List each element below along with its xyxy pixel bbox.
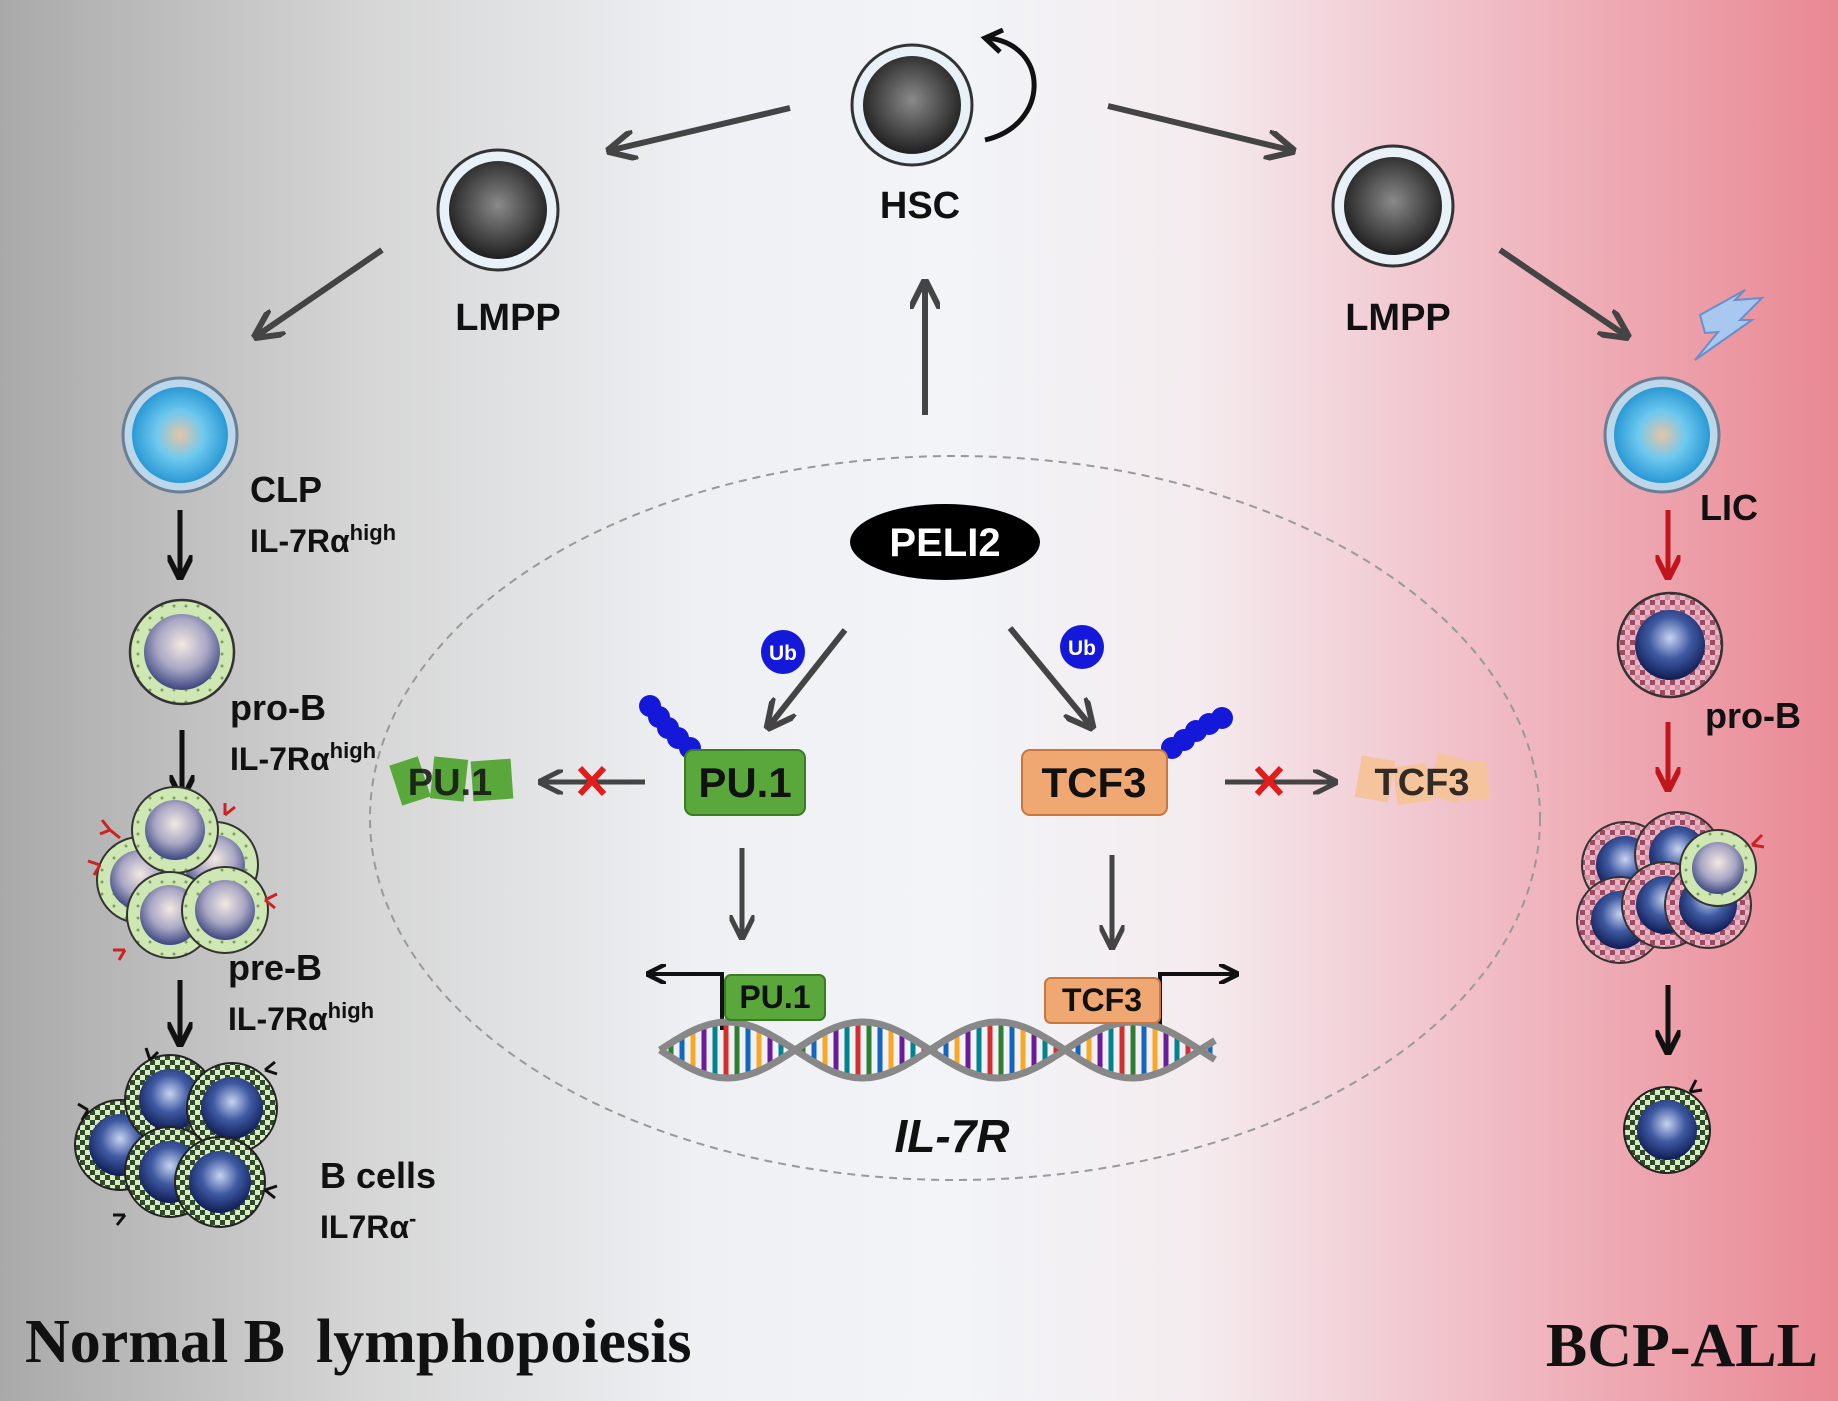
prob-right-label: pro-B [1705, 695, 1801, 736]
preb-marker: IL-7Rαhigh [228, 998, 374, 1037]
prob-left-cell [128, 598, 236, 706]
tcf3-degraded-label: TCF3 [1375, 762, 1470, 804]
arrow-hsc-to-lmpp-left [612, 105, 791, 150]
prob-marker: IL-7Rαhigh [230, 738, 376, 777]
ub-badge-right: Ub [1060, 625, 1104, 669]
receptor-icon [113, 1213, 127, 1226]
pu1-dna-box [724, 974, 826, 1021]
clp-marker-main: IL-7Rα [250, 523, 350, 559]
bcells-marker-main: IL7Rα [320, 1209, 409, 1245]
self-renewal-arrow [984, 35, 1037, 143]
dna-helix [658, 1018, 1217, 1082]
preb-marker-sup: high [328, 998, 374, 1023]
hsc-label: HSC [880, 185, 960, 227]
pu1-label: PU.1 [698, 759, 791, 806]
tcf3-dna-label: TCF3 [1062, 982, 1142, 1018]
pu1-degraded-label: PU.1 [408, 762, 492, 804]
gene-label: IL-7R [895, 1110, 1010, 1162]
inhibit-x-icon [1254, 765, 1284, 797]
receptor-icon [144, 1047, 160, 1062]
prob-right-cell [1616, 591, 1724, 699]
inhibit-x-icon [577, 765, 607, 797]
prob-left-label: pro-B [230, 687, 326, 728]
prob-marker-main: IL-7Rα [230, 741, 330, 777]
dna-backbone [658, 1018, 1217, 1082]
clp-marker-sup: high [350, 520, 396, 545]
preb-cell [181, 866, 269, 954]
clp-cell [121, 376, 239, 494]
peli2-label: PELI2 [889, 521, 1000, 565]
receptor-icon [223, 803, 236, 817]
self-renewal-arrowhead [980, 27, 1005, 54]
preb-cluster [87, 786, 278, 961]
ub-label-left: Ub [769, 642, 797, 665]
b-cell [186, 1062, 278, 1154]
bcells-marker: IL7Rα- [320, 1206, 416, 1245]
pu1-degraded: PU.1 [389, 756, 514, 806]
receptor-icon [99, 819, 121, 840]
normal-preb-cell [1679, 829, 1757, 907]
lic-cell [1603, 376, 1721, 494]
receptor-icon [87, 859, 102, 876]
lmpp-left-cell [436, 148, 560, 272]
receptor-icon [264, 892, 278, 910]
pu1-dna-label: PU.1 [739, 979, 810, 1015]
receptor-icon [77, 1102, 90, 1121]
lmpp-left-label: LMPP [455, 297, 561, 339]
lightning-icon [1694, 289, 1765, 361]
ubiquitin-chain-right [1161, 707, 1233, 759]
prob-marker-sup: high [330, 738, 376, 763]
peli2-node [850, 504, 1040, 580]
nucleus-boundary [369, 455, 1541, 1181]
lmpp-right-label: LMPP [1345, 297, 1451, 339]
tcf3-box [1021, 749, 1168, 816]
preb-marker-main: IL-7Rα [228, 1001, 328, 1037]
ub-label-right: Ub [1068, 637, 1096, 660]
b-cell-right [1623, 1079, 1711, 1174]
leukemic-cluster [1576, 811, 1765, 964]
receptor-icon [264, 1060, 278, 1076]
bcells-marker-sup: - [409, 1206, 416, 1231]
arrow-peli2-to-pu1 [770, 628, 848, 725]
lic-label: LIC [1700, 487, 1758, 528]
arrow-lmpp-right-to-lic [1498, 247, 1625, 335]
transcription-arrow-left [650, 974, 724, 1030]
ub-badge-left: Ub [761, 630, 805, 674]
receptor-icon [264, 1184, 278, 1200]
clp-label: CLP [250, 469, 322, 510]
pu1-box [684, 749, 806, 816]
title-right: BCP-ALL [1546, 1312, 1818, 1380]
preb-cell [131, 786, 219, 874]
bcells-cluster [74, 1047, 278, 1228]
preb-label: pre-B [228, 947, 322, 988]
receptor-icon [1688, 1079, 1703, 1094]
clp-marker: IL-7Rαhigh [250, 520, 396, 559]
tcf3-dna-box [1044, 977, 1161, 1024]
bcells-label: B cells [320, 1155, 436, 1196]
tcf3-degraded: TCF3 [1354, 752, 1490, 806]
arrow-hsc-to-lmpp-right [1107, 103, 1290, 150]
tcf3-label: TCF3 [1042, 759, 1147, 806]
b-cell [174, 1136, 266, 1228]
lmpp-right-cell [1331, 144, 1455, 268]
receptor-icon [1750, 833, 1765, 849]
arrow-lmpp-left-to-clp [258, 247, 384, 335]
receptor-icon [113, 948, 127, 961]
hsc-cell [850, 43, 974, 167]
transcription-arrow-right [1158, 974, 1235, 1030]
arrow-peli2-to-tcf3 [1007, 626, 1090, 725]
title-left: Normal B lymphopoiesis [25, 1308, 692, 1376]
